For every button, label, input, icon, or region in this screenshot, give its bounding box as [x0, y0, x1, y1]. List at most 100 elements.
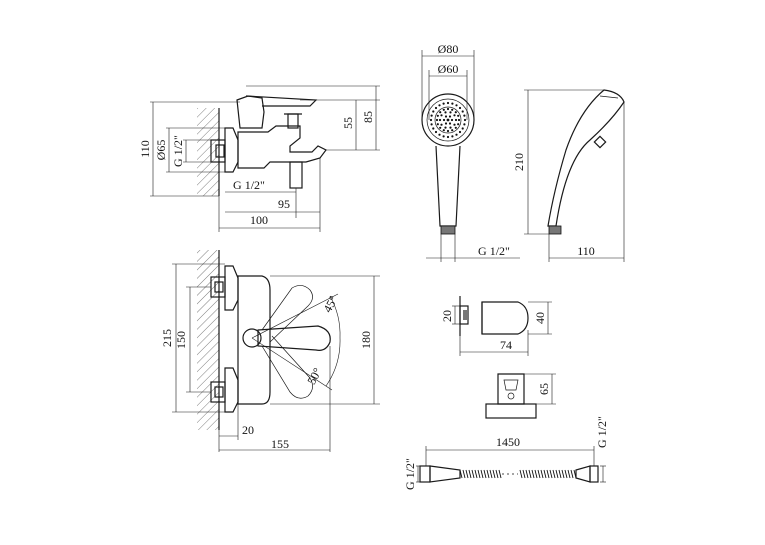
- dim-g12-hose-right-label: G 1/2": [595, 416, 609, 448]
- nozzle-dot: [439, 126, 442, 129]
- shower-head-front: Ø80 Ø60 G 1/2": [421, 42, 520, 262]
- hose-rib: [495, 469, 499, 479]
- hose-rib: [492, 469, 496, 479]
- nozzle-dot: [454, 126, 457, 129]
- nozzle-dot: [440, 114, 443, 117]
- nozzle-dot: [463, 114, 466, 117]
- nozzle-dot: [453, 123, 456, 126]
- dim-g12-hose-left-label: G 1/2": [403, 458, 417, 490]
- hose-rib: [471, 469, 475, 479]
- nozzle-dot: [451, 102, 454, 105]
- hose-rib: [483, 469, 487, 479]
- dim-g12-bottom-label: G 1/2": [233, 178, 265, 192]
- hose-rib: [477, 469, 481, 479]
- hose-rib: [486, 469, 490, 479]
- nozzle-dot: [442, 129, 445, 132]
- nozzle-dot: [457, 118, 461, 122]
- nozzle-dot: [448, 115, 452, 118]
- nozzle-dot: [444, 115, 448, 118]
- nozzle-dot: [455, 104, 458, 107]
- nozzle-dot: [446, 129, 450, 133]
- nozzle-dot: [442, 108, 445, 111]
- hose-rib: [462, 469, 466, 479]
- hose-rib: [546, 469, 550, 479]
- nozzle-dot: [461, 110, 464, 113]
- side-view: 110 Ø65 G 1/2" 55 85 G 1/2" 95 100: [138, 85, 380, 232]
- nozzle-dot: [438, 104, 441, 107]
- hose-rib: [570, 469, 574, 479]
- nozzle-dot: [436, 114, 439, 117]
- nozzle-dot: [448, 122, 452, 125]
- nozzle-dot: [446, 107, 450, 111]
- hose-rib: [468, 469, 472, 479]
- nozzle-dot: [434, 130, 438, 134]
- dim-g12-side-label: G 1/2": [171, 135, 185, 167]
- holder-front: 65: [485, 373, 556, 419]
- nozzle-dot: [454, 111, 457, 114]
- nozzle-dot: [463, 118, 467, 122]
- nozzle-dot: [446, 101, 450, 105]
- nozzle-dot: [457, 123, 460, 126]
- nozzle-dot: [444, 111, 447, 114]
- nozzle-dot: [455, 133, 458, 136]
- nozzle-dot: [451, 135, 454, 138]
- hose-rib: [552, 469, 556, 479]
- nozzle-dot: [439, 111, 442, 114]
- top-view: 215 150 180 45° 50° 20 155: [160, 250, 380, 452]
- dim-110-label: 110: [138, 140, 152, 158]
- dim-65-label: 65: [537, 383, 551, 395]
- hose-rib: [561, 469, 565, 479]
- nozzle-dot: [454, 118, 458, 122]
- hose-ribs: [459, 469, 577, 479]
- dim-55-label: 55: [341, 117, 355, 129]
- hose-rib: [531, 469, 535, 479]
- hose-rib: [540, 469, 544, 479]
- dim-110-head-label: 110: [577, 244, 595, 258]
- shower-hose: 1450 G 1/2" G 1/2": [403, 416, 609, 490]
- hose-rib: [549, 469, 553, 479]
- dim-20-holder-label: 20: [440, 310, 454, 322]
- nozzle-pattern: [429, 101, 467, 139]
- hose-rib: [525, 469, 529, 479]
- dim-155-label: 155: [271, 437, 289, 451]
- hose-rib: [480, 469, 484, 479]
- hose-rib: [474, 469, 478, 479]
- holder-side: 20 40 74: [440, 296, 552, 356]
- hose-rib: [537, 469, 541, 479]
- hose-rib: [555, 469, 559, 479]
- hose-rib: [519, 469, 523, 479]
- nozzle-dot: [450, 118, 454, 122]
- nozzle-dot: [461, 127, 464, 130]
- dim-74-label: 74: [500, 338, 512, 352]
- nozzle-dot: [458, 106, 462, 110]
- nozzle-dot: [444, 126, 447, 129]
- nozzle-dot: [451, 129, 454, 132]
- nozzle-dot: [432, 127, 435, 130]
- dim-150-label: 150: [174, 331, 188, 349]
- nozzle-dot: [463, 123, 466, 126]
- dim-210-label: 210: [512, 153, 526, 171]
- dim-20-label: 20: [242, 423, 254, 437]
- hose-rib: [489, 469, 493, 479]
- nozzle-dot: [442, 102, 445, 105]
- hose-rib: [558, 469, 562, 479]
- nozzle-dot: [430, 114, 433, 117]
- dim-40-label: 40: [533, 312, 547, 324]
- nozzle-dot: [446, 118, 450, 122]
- nozzle-dot: [429, 118, 433, 122]
- dim-dia60-label: Ø60: [438, 62, 459, 76]
- hose-rib: [543, 469, 547, 479]
- hose-rib: [564, 469, 568, 479]
- nozzle-dot: [449, 111, 452, 114]
- hose-rib: [567, 469, 571, 479]
- dim-dia65-label: Ø65: [154, 140, 168, 161]
- dim-215-label: 215: [160, 329, 174, 347]
- dim-85-label: 85: [361, 111, 375, 123]
- dim-dia80-label: Ø80: [438, 42, 459, 56]
- dim-180-label: 180: [359, 331, 373, 349]
- hose-rib: [459, 469, 463, 479]
- nozzle-dot: [434, 106, 438, 110]
- nozzle-dot: [453, 114, 456, 117]
- nozzle-dot: [444, 122, 448, 125]
- dim-95-label: 95: [278, 197, 290, 211]
